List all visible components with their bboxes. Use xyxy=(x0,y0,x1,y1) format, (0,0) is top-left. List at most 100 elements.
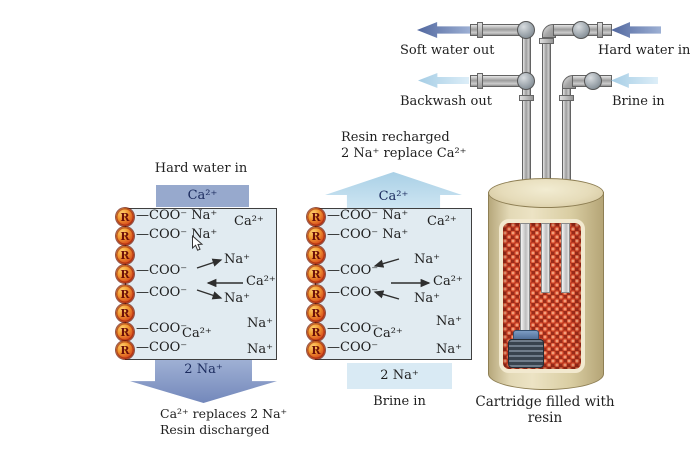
resin-bead-label: R xyxy=(120,210,130,224)
resin-bead-label: R xyxy=(120,229,130,243)
resin-bead: R xyxy=(307,208,325,226)
resin-bead-label: R xyxy=(120,248,130,262)
left-exchange-calcium: Ca²⁺ xyxy=(246,274,276,289)
left-row7-sodium: Na⁺ xyxy=(247,316,273,331)
left-row7-group: —COO⁻ xyxy=(136,321,188,336)
resin-bead-label: R xyxy=(311,343,321,357)
internal-riser-tube xyxy=(520,223,530,333)
left-caption-line2: Resin discharged xyxy=(160,422,270,437)
hard-water-down-pipe xyxy=(542,34,551,189)
middle-row8-sodium: Na⁺ xyxy=(436,342,462,357)
resin-bead-label: R xyxy=(311,287,321,301)
resin-bead-label: R xyxy=(311,229,321,243)
pipe-coupling xyxy=(559,95,574,101)
left-resin-box xyxy=(125,208,277,360)
brine-in-caption: Brine in xyxy=(373,394,426,409)
backwash-valve xyxy=(517,72,535,90)
resin-bead: R xyxy=(116,285,134,303)
middle-row7-sodium: Na⁺ xyxy=(436,314,462,329)
resin-bead-label: R xyxy=(311,325,321,339)
left-row8-group: —COO⁻ xyxy=(136,340,188,355)
left-row8-sodium: Na⁺ xyxy=(247,342,273,357)
middle-exchange-calcium: Ca²⁺ xyxy=(433,274,463,289)
resin-bead: R xyxy=(116,341,134,359)
left-row7-calcium: Ca²⁺ xyxy=(182,326,212,341)
resin-bead: R xyxy=(307,246,325,264)
middle-row7-calcium: Ca²⁺ xyxy=(373,326,403,341)
brine-in-arrow xyxy=(611,73,658,88)
hard-water-inlet-arrow: Ca²⁺ xyxy=(156,185,249,207)
middle-resin-box xyxy=(315,208,472,360)
resin-bead-label: R xyxy=(120,287,130,301)
resin-bead-label: R xyxy=(311,248,321,262)
middle-row2-group: —COO⁻ Na⁺ xyxy=(327,227,409,242)
resin-bead: R xyxy=(116,208,134,226)
resin-bead: R xyxy=(116,265,134,283)
soft-water-out-label: Soft water out xyxy=(400,43,495,58)
resin-bead-label: R xyxy=(311,210,321,224)
resin-bead: R xyxy=(307,285,325,303)
left-row4-group: —COO⁻ xyxy=(136,263,188,278)
backwash-out-arrow xyxy=(418,73,469,88)
pipe-coupling xyxy=(539,38,554,44)
filter-screen xyxy=(508,339,544,368)
brine-down-pipe xyxy=(562,86,571,189)
left-row4-sodium: Na⁺ xyxy=(224,252,250,267)
resin-bead: R xyxy=(307,341,325,359)
middle-row5-sodium: Na⁺ xyxy=(414,291,440,306)
middle-row4-group: —COO⁻ xyxy=(327,263,379,278)
tank-caption: Cartridge filled with resin xyxy=(475,394,615,426)
left-row5-sodium: Na⁺ xyxy=(224,291,250,306)
resin-bead: R xyxy=(116,304,134,322)
left-row5-group: —COO⁻ xyxy=(136,285,188,300)
resin-bead-label: R xyxy=(311,267,321,281)
brine-valve xyxy=(584,72,602,90)
left-panel-header: Hard water in xyxy=(154,161,248,176)
release-arrow xyxy=(391,278,431,288)
resin-bead: R xyxy=(307,265,325,283)
hard-water-in-label: Hard water in xyxy=(598,43,691,58)
brine-in-label: Brine in xyxy=(612,94,665,109)
middle-row4-sodium: Na⁺ xyxy=(414,252,440,267)
middle-row7-group: —COO⁻ xyxy=(327,321,379,336)
left-free-calcium: Ca²⁺ xyxy=(234,214,264,229)
resin-bead: R xyxy=(116,246,134,264)
capture-arrow xyxy=(373,258,400,268)
resin-bead: R xyxy=(307,304,325,322)
left-caption-line1: Ca²⁺ replaces 2 Na⁺ xyxy=(160,406,288,421)
resin-bead-label: R xyxy=(311,306,321,320)
hard-water-valve xyxy=(572,21,590,39)
mouse-cursor-icon xyxy=(192,235,204,251)
release-arrow xyxy=(196,289,223,300)
resin-bead-label: R xyxy=(120,267,130,281)
pipe-coupling xyxy=(597,22,603,38)
middle-row8-group: —COO⁻ xyxy=(327,340,379,355)
middle-free-calcium: Ca²⁺ xyxy=(427,214,457,229)
resin-bead-label: R xyxy=(120,343,130,357)
hard-water-in-arrow xyxy=(611,22,661,38)
capture-arrow xyxy=(373,290,400,300)
resin-bead: R xyxy=(116,323,134,341)
left-outlet-label: 2 Na⁺ xyxy=(184,362,223,377)
middle-outlet-ion: Ca²⁺ xyxy=(378,189,409,204)
resin-bead-label: R xyxy=(120,306,130,320)
middle-inlet-label: 2 Na⁺ xyxy=(380,368,419,383)
soft-water-out-arrow xyxy=(417,22,470,38)
resin-bead: R xyxy=(116,227,134,245)
cartridge-tank-lid xyxy=(488,178,604,208)
brine-inlet-arrow-tail: 2 Na⁺ xyxy=(347,363,452,389)
inlet-ion-label: Ca²⁺ xyxy=(187,188,218,203)
internal-tube xyxy=(561,223,570,293)
left-row1-group: —COO⁻ Na⁺ xyxy=(136,208,218,223)
middle-caption-line1: Resin recharged xyxy=(341,130,450,145)
soft-water-valve xyxy=(517,21,535,39)
pipe-coupling xyxy=(477,22,483,38)
main-riser-pipe xyxy=(522,29,531,189)
pipe-coupling xyxy=(477,73,483,89)
middle-row1-group: —COO⁻ Na⁺ xyxy=(327,208,409,223)
backwash-out-label: Backwash out xyxy=(400,94,492,109)
release-arrow xyxy=(196,258,223,269)
resin-bead: R xyxy=(307,227,325,245)
pipe-coupling xyxy=(519,95,534,101)
